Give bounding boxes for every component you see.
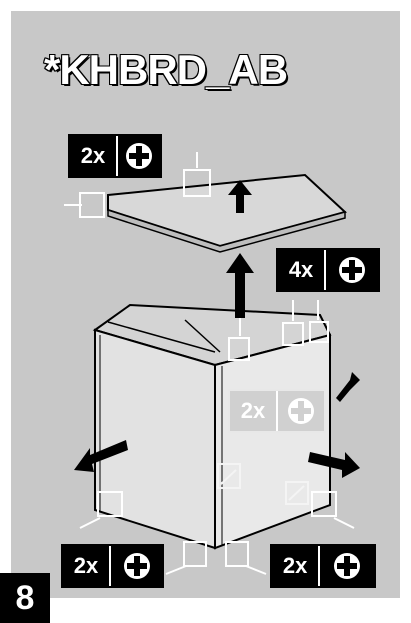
screw-count-badge-bottom-right: 2x (270, 544, 376, 588)
screw-count: 4x (278, 250, 324, 290)
screwdriver-icon (276, 391, 324, 431)
step-number: 8 (0, 573, 50, 623)
top-panel (108, 175, 345, 252)
screw-count-badge-side-faded: 2x (228, 389, 326, 433)
lift-arrow-lower (226, 253, 254, 318)
screwdriver-icon (109, 546, 162, 586)
screw-count: 2x (230, 391, 276, 431)
screw-count-badge-bottom-left: 2x (61, 544, 164, 588)
screw-count: 2x (63, 546, 109, 586)
screwdriver-icon (324, 250, 378, 290)
screw-count-badge-top-left: 2x (68, 134, 162, 178)
screw-marker-left (64, 193, 104, 217)
side-arrow-right-upper (336, 372, 360, 402)
screw-count: 2x (70, 136, 116, 176)
screwdriver-icon (318, 546, 374, 586)
screw-count: 2x (272, 546, 318, 586)
screw-count-badge-right-upper: 4x (276, 248, 380, 292)
screwdriver-icon (116, 136, 160, 176)
